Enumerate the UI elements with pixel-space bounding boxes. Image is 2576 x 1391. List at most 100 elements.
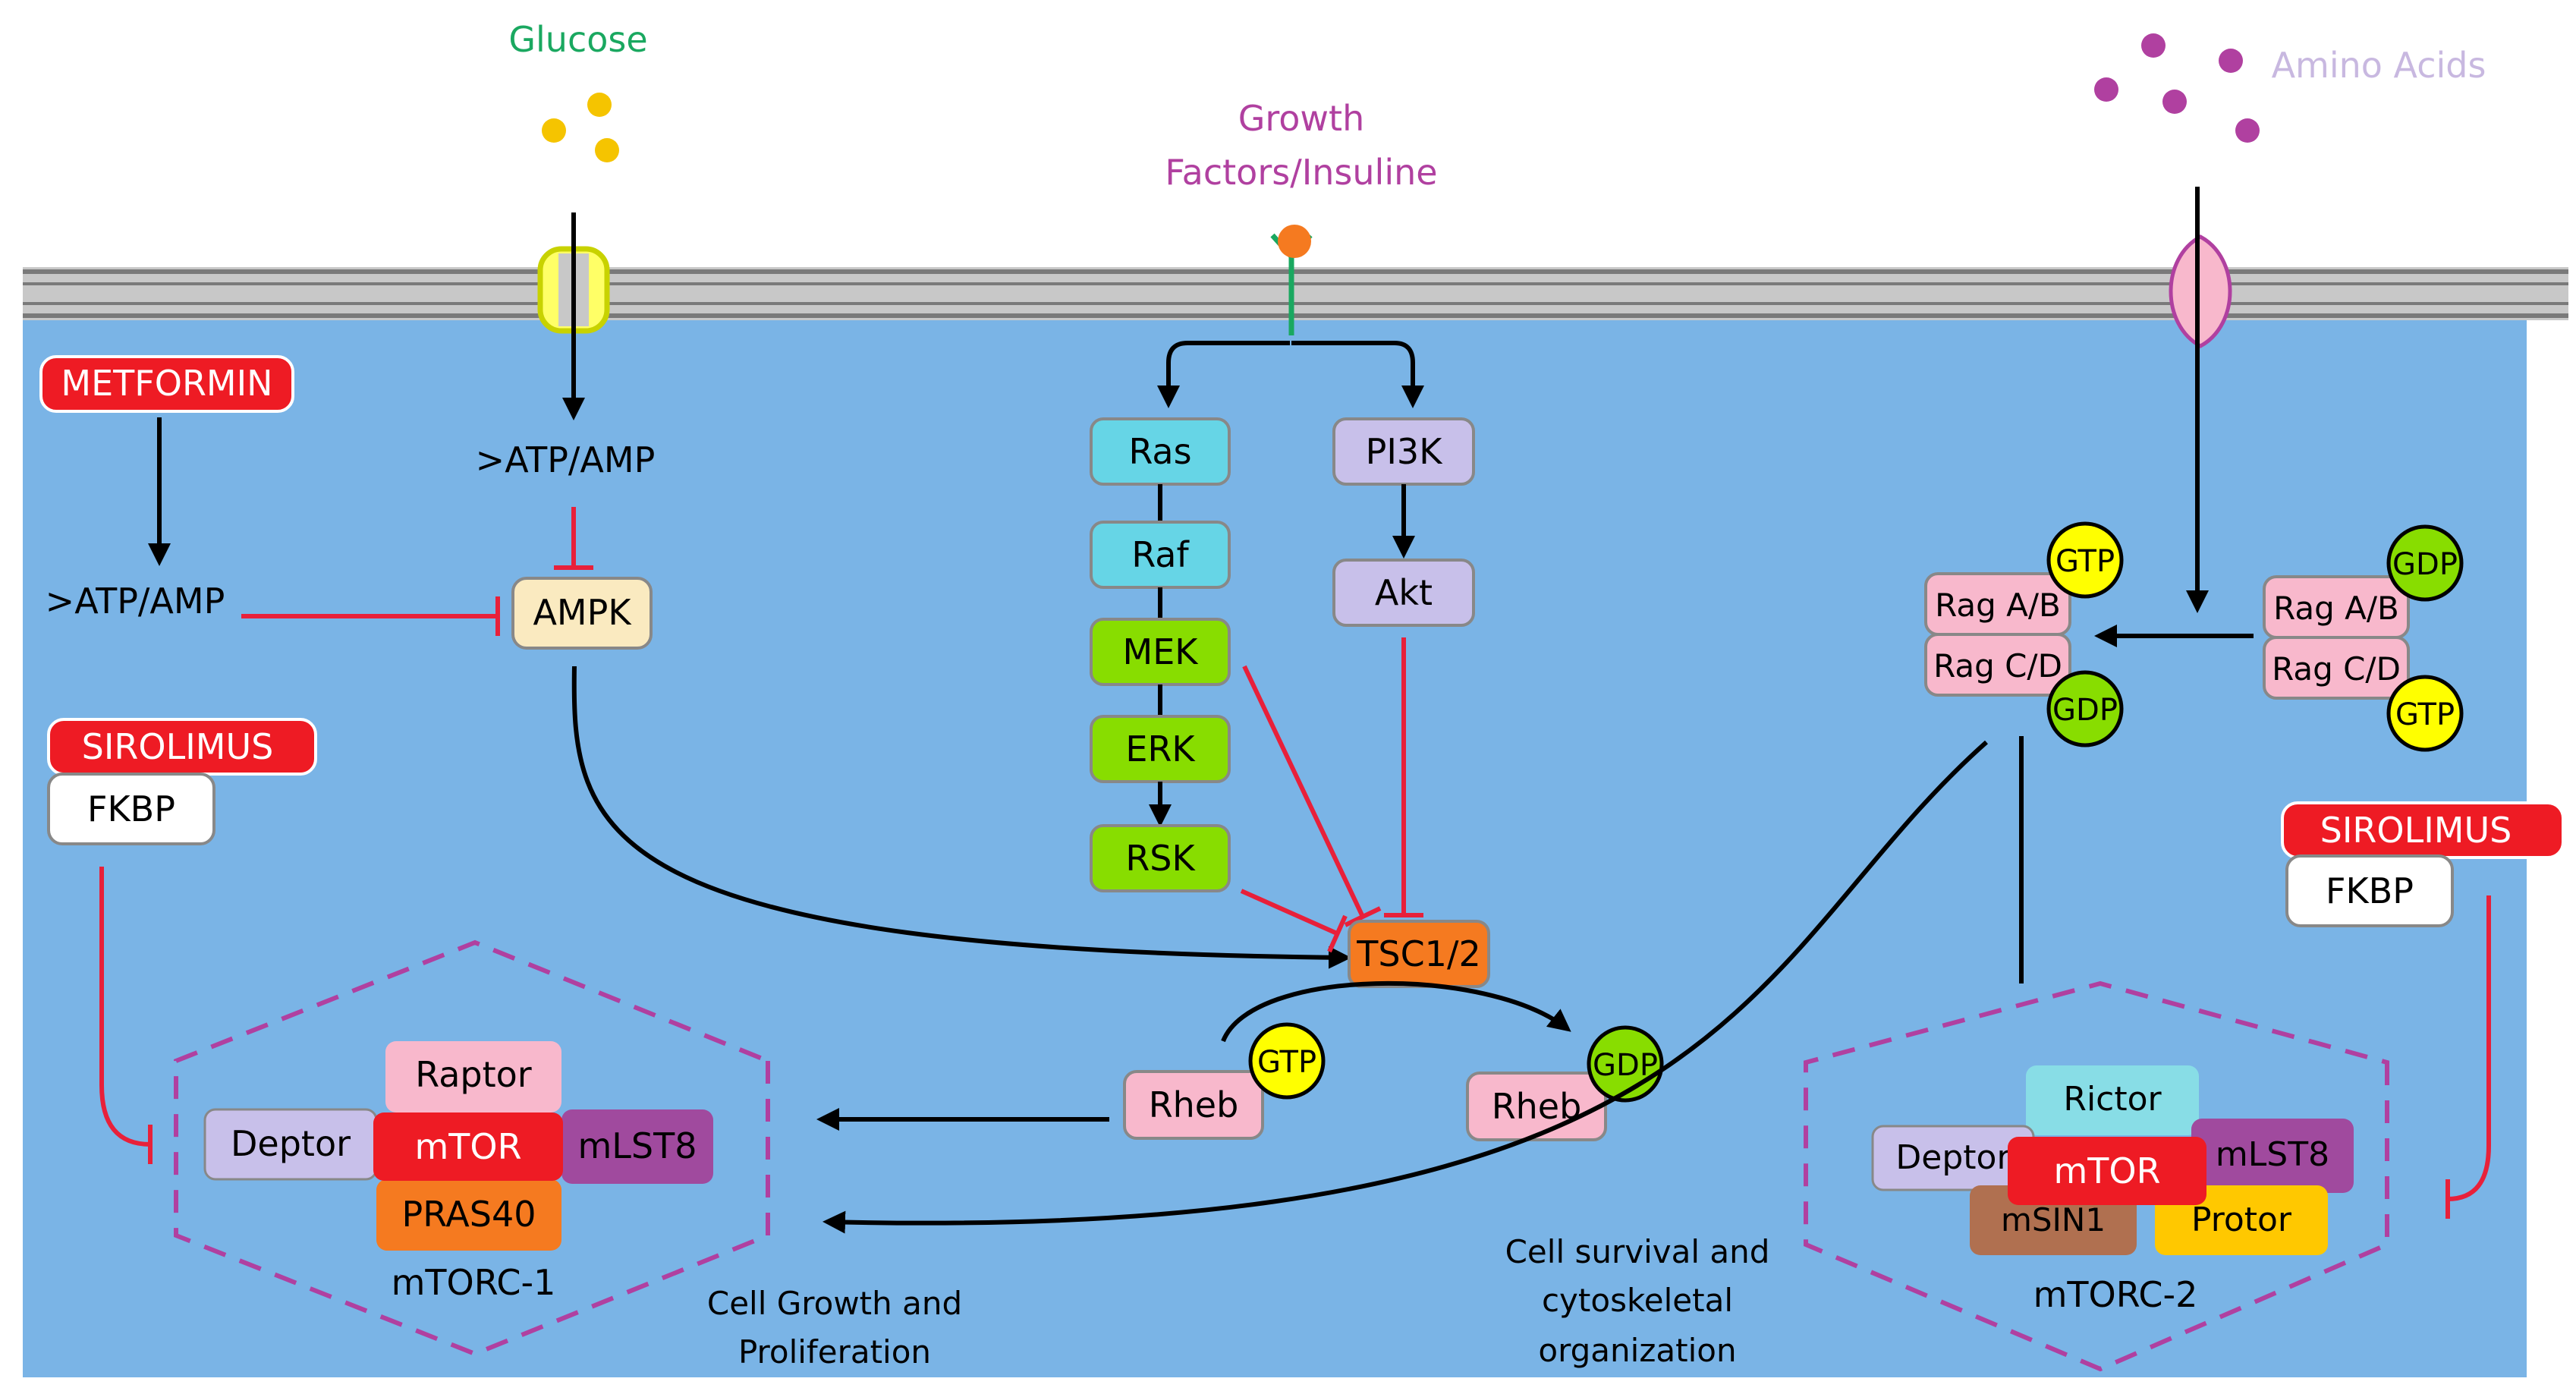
svg-text:mSIN1: mSIN1 [2001, 1201, 2106, 1238]
mtorc1-mtor: mTOR [373, 1112, 563, 1181]
cell-survival-label-line2: cytoskeletal [1542, 1282, 1733, 1319]
fkbp-left-node: FKBP [47, 773, 215, 845]
fkbp-right-node: FKBP [2285, 854, 2454, 927]
svg-text:Rag C/D: Rag C/D [2272, 650, 2401, 688]
mtorc1-raptor: Raptor [385, 1041, 561, 1112]
svg-text:Rheb: Rheb [1149, 1084, 1239, 1125]
svg-text:GTP: GTP [2395, 697, 2455, 732]
svg-text:mTOR: mTOR [2053, 1150, 2160, 1191]
svg-text:Rag A/B: Rag A/B [1935, 587, 2061, 624]
svg-text:FKBP: FKBP [87, 788, 175, 829]
svg-text:METFORMIN: METFORMIN [61, 363, 272, 404]
akt-inhibits-tsc [1384, 637, 1423, 917]
mtorc1-deptor: Deptor [203, 1108, 378, 1181]
svg-text:ERK: ERK [1125, 729, 1196, 769]
svg-text:Rag A/B: Rag A/B [2273, 590, 2399, 627]
svg-text:GDP: GDP [2052, 693, 2118, 728]
svg-text:GTP: GTP [2055, 544, 2115, 579]
glucose-label: Glucose [508, 19, 647, 60]
sirolimus-inhibits-mtorc2 [2445, 895, 2491, 1219]
mtorc2-label: mTORC-2 [2033, 1274, 2198, 1315]
rheb-gdp-node: Rheb [1466, 1072, 1607, 1141]
mtorc1-pras40: PRAS40 [376, 1179, 561, 1251]
svg-text:Akt: Akt [1375, 572, 1433, 613]
amino-acids-label: Amino Acids [2272, 45, 2486, 86]
cell-membrane [23, 267, 2568, 320]
svg-text:Ras: Ras [1128, 431, 1191, 472]
svg-text:Deptor: Deptor [231, 1123, 351, 1164]
rsk-inhibits-tsc [1240, 889, 1348, 953]
rag-ab-inactive-node: Rag A/B [2263, 575, 2410, 639]
growth-factors-label-line1: Growth [1238, 98, 1365, 139]
mtorc2-mtor: mTOR [2008, 1137, 2206, 1205]
mtorc1-label: mTORC-1 [392, 1262, 556, 1303]
growth-factor-receptor [1270, 225, 1313, 335]
mek-inhibits-tsc [1242, 665, 1382, 927]
rag-cd-gdp-badge: GDP [2046, 670, 2124, 747]
glucose-molecules [542, 93, 619, 162]
svg-text:Raptor: Raptor [415, 1054, 532, 1095]
svg-text:AMPK: AMPK [533, 592, 632, 633]
rheb-gtp-to-gdp-arrow [1221, 981, 1571, 1043]
growth-factors-label-line2: Factors/Insuline [1165, 152, 1437, 193]
erk-node: ERK [1090, 715, 1231, 783]
svg-text:MEK: MEK [1123, 631, 1200, 672]
rag-ab-gdp-badge: GDP [2386, 524, 2464, 602]
svg-text:Rag C/D: Rag C/D [1933, 647, 2062, 684]
ampk-node: AMPK [511, 577, 653, 650]
cell-growth-label-line1: Cell Growth and [707, 1285, 962, 1322]
svg-text:mLST8: mLST8 [2216, 1135, 2329, 1174]
pi3k-node: PI3K [1332, 417, 1475, 486]
metformin-badge: METFORMIN [39, 355, 294, 413]
mtorc1-hexagon [174, 939, 770, 1357]
raf-node: Raf [1090, 521, 1231, 589]
amino-acid-molecules [2094, 33, 2260, 143]
rag-ab-active-node: Rag A/B [1924, 572, 2071, 636]
svg-text:PI3K: PI3K [1366, 431, 1444, 472]
svg-text:PRAS40: PRAS40 [401, 1194, 536, 1235]
akt-node: Akt [1332, 559, 1475, 627]
sirolimus-inhibits-mtorc1 [99, 867, 153, 1164]
svg-text:Protor: Protor [2191, 1201, 2292, 1239]
mtorc2-rictor: Rictor [2026, 1065, 2199, 1135]
atp-amp-inhibits-ampk [241, 596, 500, 636]
rheb-gdp-badge: GDP [1587, 1025, 1664, 1103]
rag-cd-active-node: Rag C/D [1924, 633, 2071, 697]
cell-survival-label-line3: organization [1538, 1332, 1736, 1369]
svg-text:GTP: GTP [1257, 1045, 1316, 1080]
mek-node: MEK [1090, 618, 1231, 686]
svg-text:FKBP: FKBP [2326, 870, 2414, 911]
svg-text:TSC1/2: TSC1/2 [1356, 933, 1480, 974]
mtorc1-mlst8: mLST8 [561, 1109, 713, 1184]
rag-ab-gtp-badge: GTP [2046, 521, 2124, 599]
svg-text:mLST8: mLST8 [577, 1125, 697, 1166]
ampk-to-tsc-arrow [571, 666, 1351, 969]
sirolimus-right-badge: SIROLIMUS [2281, 801, 2565, 859]
mtorc2-deptor: Deptor [1871, 1125, 2035, 1191]
cell-survival-label-line1: Cell survival and [1505, 1233, 1770, 1270]
sirolimus-left-badge: SIROLIMUS [47, 718, 317, 776]
tsc-node: TSC1/2 [1348, 920, 1490, 988]
ampk-inhibit-from-atp [554, 507, 593, 570]
atp-amp-left-label: >ATP/AMP [46, 581, 225, 622]
rheb-gtp-node: Rheb [1123, 1070, 1264, 1140]
svg-text:Raf: Raf [1131, 534, 1190, 575]
amino-acid-transporter [2169, 234, 2232, 348]
rag-cd-inactive-node: Rag C/D [2263, 636, 2410, 700]
svg-text:SIROLIMUS: SIROLIMUS [2320, 810, 2512, 851]
rsk-node: RSK [1090, 824, 1231, 892]
rag-to-mtorc1-arrow [822, 740, 1988, 1234]
svg-text:mTOR: mTOR [414, 1126, 521, 1167]
mtorc2-mlst8: mLST8 [2191, 1119, 2354, 1193]
rag-cd-gtp-badge: GTP [2386, 675, 2464, 752]
svg-text:GDP: GDP [2392, 547, 2458, 582]
svg-text:RSK: RSK [1125, 838, 1196, 879]
svg-text:Deptor: Deptor [1895, 1138, 2011, 1177]
cell-growth-label-line2: Proliferation [738, 1333, 931, 1371]
receptor-split-arrows [1157, 341, 1424, 408]
mtorc2-hexagon [1804, 980, 2389, 1372]
rheb-gtp-badge: GTP [1248, 1022, 1326, 1100]
ras-node: Ras [1090, 417, 1231, 486]
svg-text:SIROLIMUS: SIROLIMUS [82, 726, 274, 767]
